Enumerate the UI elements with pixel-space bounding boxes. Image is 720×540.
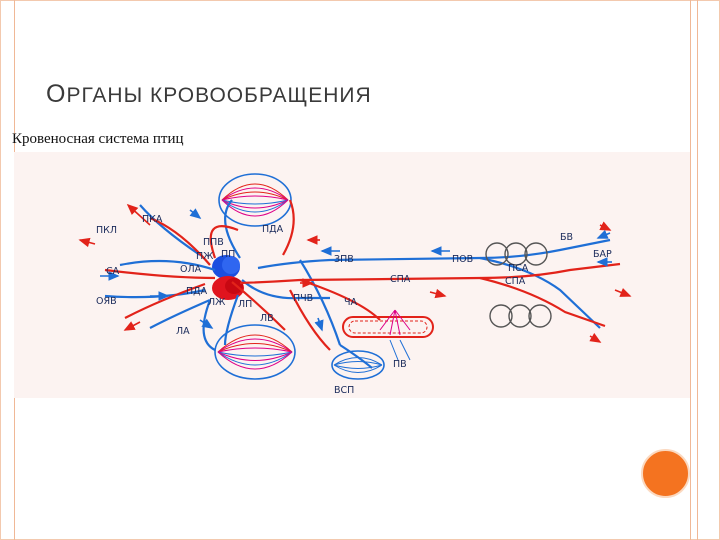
label-spa-right: СПА — [505, 276, 526, 287]
liver-capillary-bed — [332, 351, 384, 379]
label-lp: ЛП — [238, 299, 252, 310]
label-lzh: ЛЖ — [208, 297, 226, 308]
label-pov: ПОВ — [452, 254, 473, 265]
lung-top — [219, 174, 291, 226]
label-bv: БВ — [560, 232, 573, 243]
label-pkl: ПКЛ — [96, 225, 117, 236]
label-psa: ПСА — [508, 263, 529, 274]
label-la: ЛА — [176, 326, 190, 337]
label-bar: БАР — [593, 249, 612, 260]
label-lv: ЛВ — [260, 313, 274, 324]
label-ola: ОЛА — [180, 264, 202, 275]
label-ca: СА — [106, 266, 120, 277]
label-ppv: ППВ — [203, 237, 224, 248]
label-pp-top: ПП — [221, 249, 235, 260]
label-pv: ПВ — [393, 359, 407, 370]
label-zpv: ЗПВ — [334, 254, 354, 265]
label-spa-mid: СПА — [390, 274, 411, 285]
label-cha: ЧА — [344, 297, 358, 308]
venous-vessels — [105, 200, 610, 368]
intestine-capillaries — [343, 310, 433, 360]
label-vsp: ВСП — [334, 385, 354, 396]
accent-circle — [641, 449, 690, 498]
label-pda-mid: ПДА — [186, 286, 208, 297]
label-oyav: ОЯВ — [96, 296, 117, 307]
heart — [212, 255, 244, 300]
label-pka: ПКА — [142, 214, 163, 225]
label-pzh-top: ПЖ — [196, 251, 214, 262]
label-pda-top: ПДА — [262, 224, 284, 235]
label-pchv: ПЧВ — [293, 293, 313, 304]
